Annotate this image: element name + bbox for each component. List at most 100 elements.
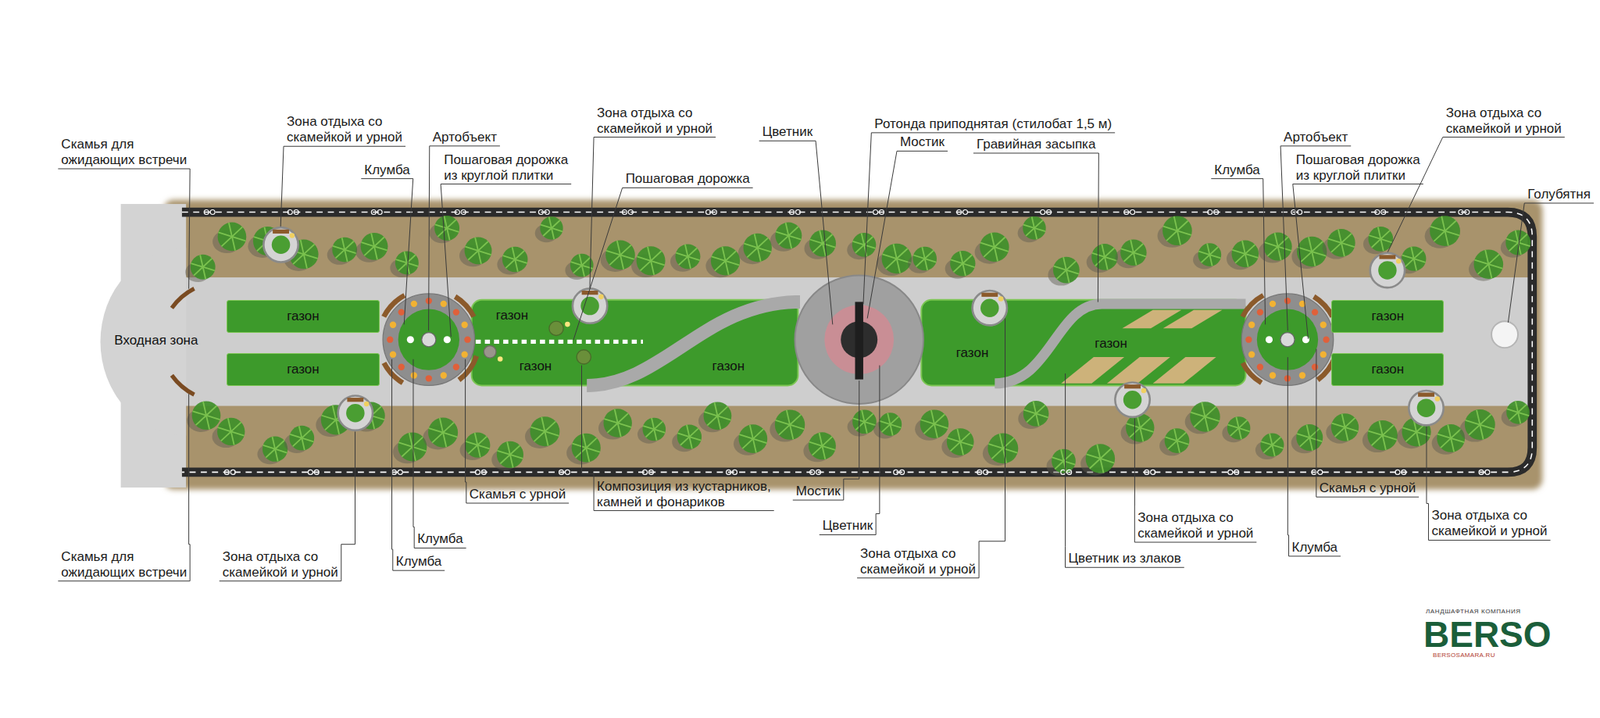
tree-branch — [1052, 457, 1065, 461]
tree-branch — [746, 247, 758, 258]
callout-label: Цветник — [762, 124, 813, 140]
callout-label: Клумба — [1292, 539, 1338, 556]
tree-crown — [192, 400, 222, 430]
leader-line — [1263, 178, 1266, 325]
entry-zone: Входная зона — [110, 332, 201, 350]
callout-underline — [1428, 539, 1550, 541]
tree-branch — [275, 440, 285, 450]
tree — [1017, 400, 1049, 429]
tree-branch — [1478, 264, 1490, 275]
tree-crown — [946, 428, 975, 456]
tree-branch — [1414, 250, 1424, 260]
bike-wheel — [977, 469, 983, 475]
tree — [769, 409, 805, 442]
seat-green — [980, 298, 999, 317]
bike-wheel — [293, 210, 299, 215]
tree-branch — [1174, 428, 1178, 441]
callout-label: Цветник из злаков — [1068, 550, 1182, 567]
lawn-area: газон — [1331, 353, 1444, 386]
tree-crown — [1296, 424, 1323, 451]
leader-line — [1507, 203, 1525, 323]
tree-branch — [1164, 436, 1177, 441]
tree-branch — [1300, 251, 1312, 262]
area-label: Входная зона — [114, 332, 198, 349]
tree-crown — [1120, 239, 1147, 266]
tree-crown — [1085, 443, 1115, 473]
tree-branch — [1380, 239, 1393, 243]
tree-branch — [534, 431, 546, 442]
tree — [698, 401, 732, 433]
tree-branch — [1269, 433, 1272, 446]
tree-branch — [821, 446, 825, 460]
tree-branch — [292, 438, 303, 447]
tree-branch — [640, 260, 652, 272]
tree-crown — [496, 441, 524, 468]
tree — [1459, 409, 1495, 443]
tree-branch — [272, 436, 276, 450]
tree-crown — [1260, 432, 1284, 457]
callout-label: Зона отдыха со скамейкой и урной — [596, 105, 742, 137]
tree-branch — [1209, 254, 1212, 266]
bike-mark — [1395, 469, 1407, 475]
bench — [1239, 292, 1265, 318]
tree-branch — [789, 425, 793, 440]
tree — [975, 232, 1010, 265]
tree-branch — [1034, 228, 1037, 240]
lantern — [564, 321, 571, 328]
tree-crown — [775, 409, 805, 440]
tree — [535, 216, 564, 243]
tree-branch — [962, 254, 972, 264]
tree-branch — [1479, 425, 1483, 440]
tree-branch — [1100, 458, 1104, 473]
urn — [364, 401, 370, 408]
tree — [670, 243, 700, 272]
tree-branch — [332, 246, 345, 250]
flower — [398, 364, 405, 371]
seating-circle — [972, 290, 1008, 325]
tree-crown — [1331, 413, 1359, 441]
tree-branch — [1341, 242, 1355, 247]
tree-branch — [992, 448, 1004, 459]
lawn-area: газон — [516, 357, 556, 375]
bike-wheel — [1395, 469, 1400, 475]
seating-circles — [263, 227, 1443, 431]
tree-branch — [1309, 428, 1319, 439]
tree-branch — [1309, 437, 1322, 442]
leader-line — [428, 146, 430, 331]
callout-underline — [1134, 542, 1257, 543]
tree-branch — [1124, 252, 1134, 261]
tree-branch — [439, 417, 443, 433]
tree-branch — [437, 228, 447, 237]
callout-label: Мостик — [796, 483, 841, 500]
flower — [1311, 364, 1318, 371]
tree-branch — [757, 247, 772, 252]
tree-branch — [203, 267, 215, 272]
tree-branch — [1034, 228, 1046, 232]
tree-branch — [1517, 412, 1521, 424]
bike-mark — [224, 469, 236, 475]
tree-branch — [1060, 449, 1064, 461]
bike-mark — [1040, 210, 1052, 215]
tree-branch — [300, 239, 304, 254]
tree-crown — [190, 254, 216, 280]
bike-wheel — [1458, 210, 1464, 215]
tree-branch — [678, 256, 689, 265]
tree — [1425, 215, 1461, 248]
tree — [846, 232, 876, 260]
tree-branch — [1085, 453, 1100, 459]
tree-branch — [617, 413, 629, 423]
tree — [847, 410, 877, 437]
tree-branch — [1488, 264, 1503, 269]
callout-underline — [360, 178, 413, 179]
urn — [598, 294, 604, 300]
tree-branch — [714, 260, 726, 272]
tree-branch — [228, 222, 233, 237]
tree-branch — [478, 241, 489, 251]
tree-branch — [404, 251, 408, 264]
lawn-area: газон — [1331, 300, 1444, 333]
callout-underline — [57, 580, 190, 582]
logo-caption: ЛАНДШАФТНАЯ КОМПАНИЯ — [1425, 608, 1522, 615]
tree-branch — [1177, 220, 1189, 231]
flower — [425, 375, 433, 382]
bike-mark — [893, 469, 905, 475]
